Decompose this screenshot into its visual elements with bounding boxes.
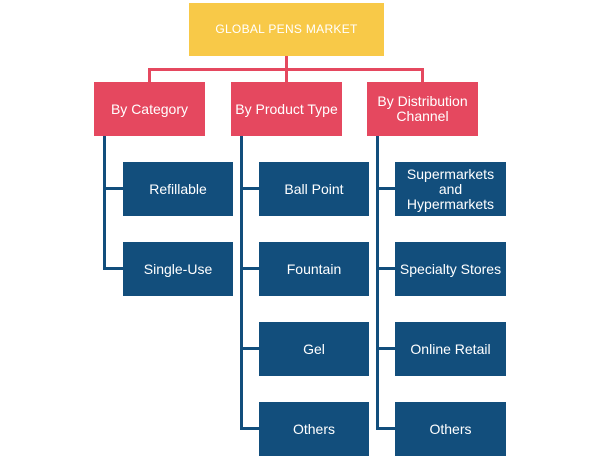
column-connector-branch <box>240 427 259 430</box>
category-by-distribution-channel: By Distribution Channel <box>367 82 478 136</box>
root-label: GLOBAL PENS MARKET <box>215 22 358 36</box>
leaf-label: Online Retail <box>410 340 491 357</box>
leaf-label: Refillable <box>149 180 207 197</box>
category-label: By Product Type <box>235 100 338 117</box>
root-connector-stem <box>285 56 288 70</box>
root-node: GLOBAL PENS MARKET <box>189 3 384 56</box>
leaf-single-use: Single-Use <box>123 242 233 296</box>
column-connector-branch <box>240 187 259 190</box>
leaf-fountain: Fountain <box>259 242 369 296</box>
leaf-ball-point: Ball Point <box>259 162 369 216</box>
leaf-label: Single-Use <box>143 260 213 277</box>
leaf-label: Supermarkets and Hypermarkets <box>406 165 495 212</box>
column-connector-branch <box>376 267 395 270</box>
column-connector-branch <box>376 347 395 350</box>
leaf-others: Others <box>395 402 506 456</box>
column-connector-branch <box>376 187 395 190</box>
leaf-gel: Gel <box>259 322 369 376</box>
column-connector-branch <box>240 347 259 350</box>
leaf-others: Others <box>259 402 369 456</box>
category-by-product-type: By Product Type <box>231 82 342 136</box>
connector-to-distribution <box>421 68 424 82</box>
leaf-label: Ball Point <box>284 180 344 197</box>
leaf-label: Gel <box>303 340 325 357</box>
leaf-supermarkets-and-hypermarkets: Supermarkets and Hypermarkets <box>395 162 506 216</box>
column-connector-vertical <box>103 136 106 270</box>
leaf-refillable: Refillable <box>123 162 233 216</box>
column-connector-branch <box>240 267 259 270</box>
leaf-label: Others <box>292 420 335 437</box>
column-connector-branch <box>376 427 395 430</box>
category-label: By Category <box>110 100 189 117</box>
category-by-category: By Category <box>94 82 205 136</box>
leaf-label: Specialty Stores <box>399 260 502 277</box>
column-connector-branch <box>103 267 123 270</box>
connector-to-category <box>148 68 151 82</box>
leaf-label: Others <box>429 420 472 437</box>
leaf-label: Fountain <box>286 260 342 277</box>
column-connector-vertical <box>240 136 243 430</box>
leaf-online-retail: Online Retail <box>395 322 506 376</box>
column-connector-branch <box>103 187 123 190</box>
column-connector-vertical <box>376 136 379 430</box>
leaf-specialty-stores: Specialty Stores <box>395 242 506 296</box>
connector-to-product-type <box>285 68 288 82</box>
category-label: By Distribution Channel <box>377 93 468 124</box>
